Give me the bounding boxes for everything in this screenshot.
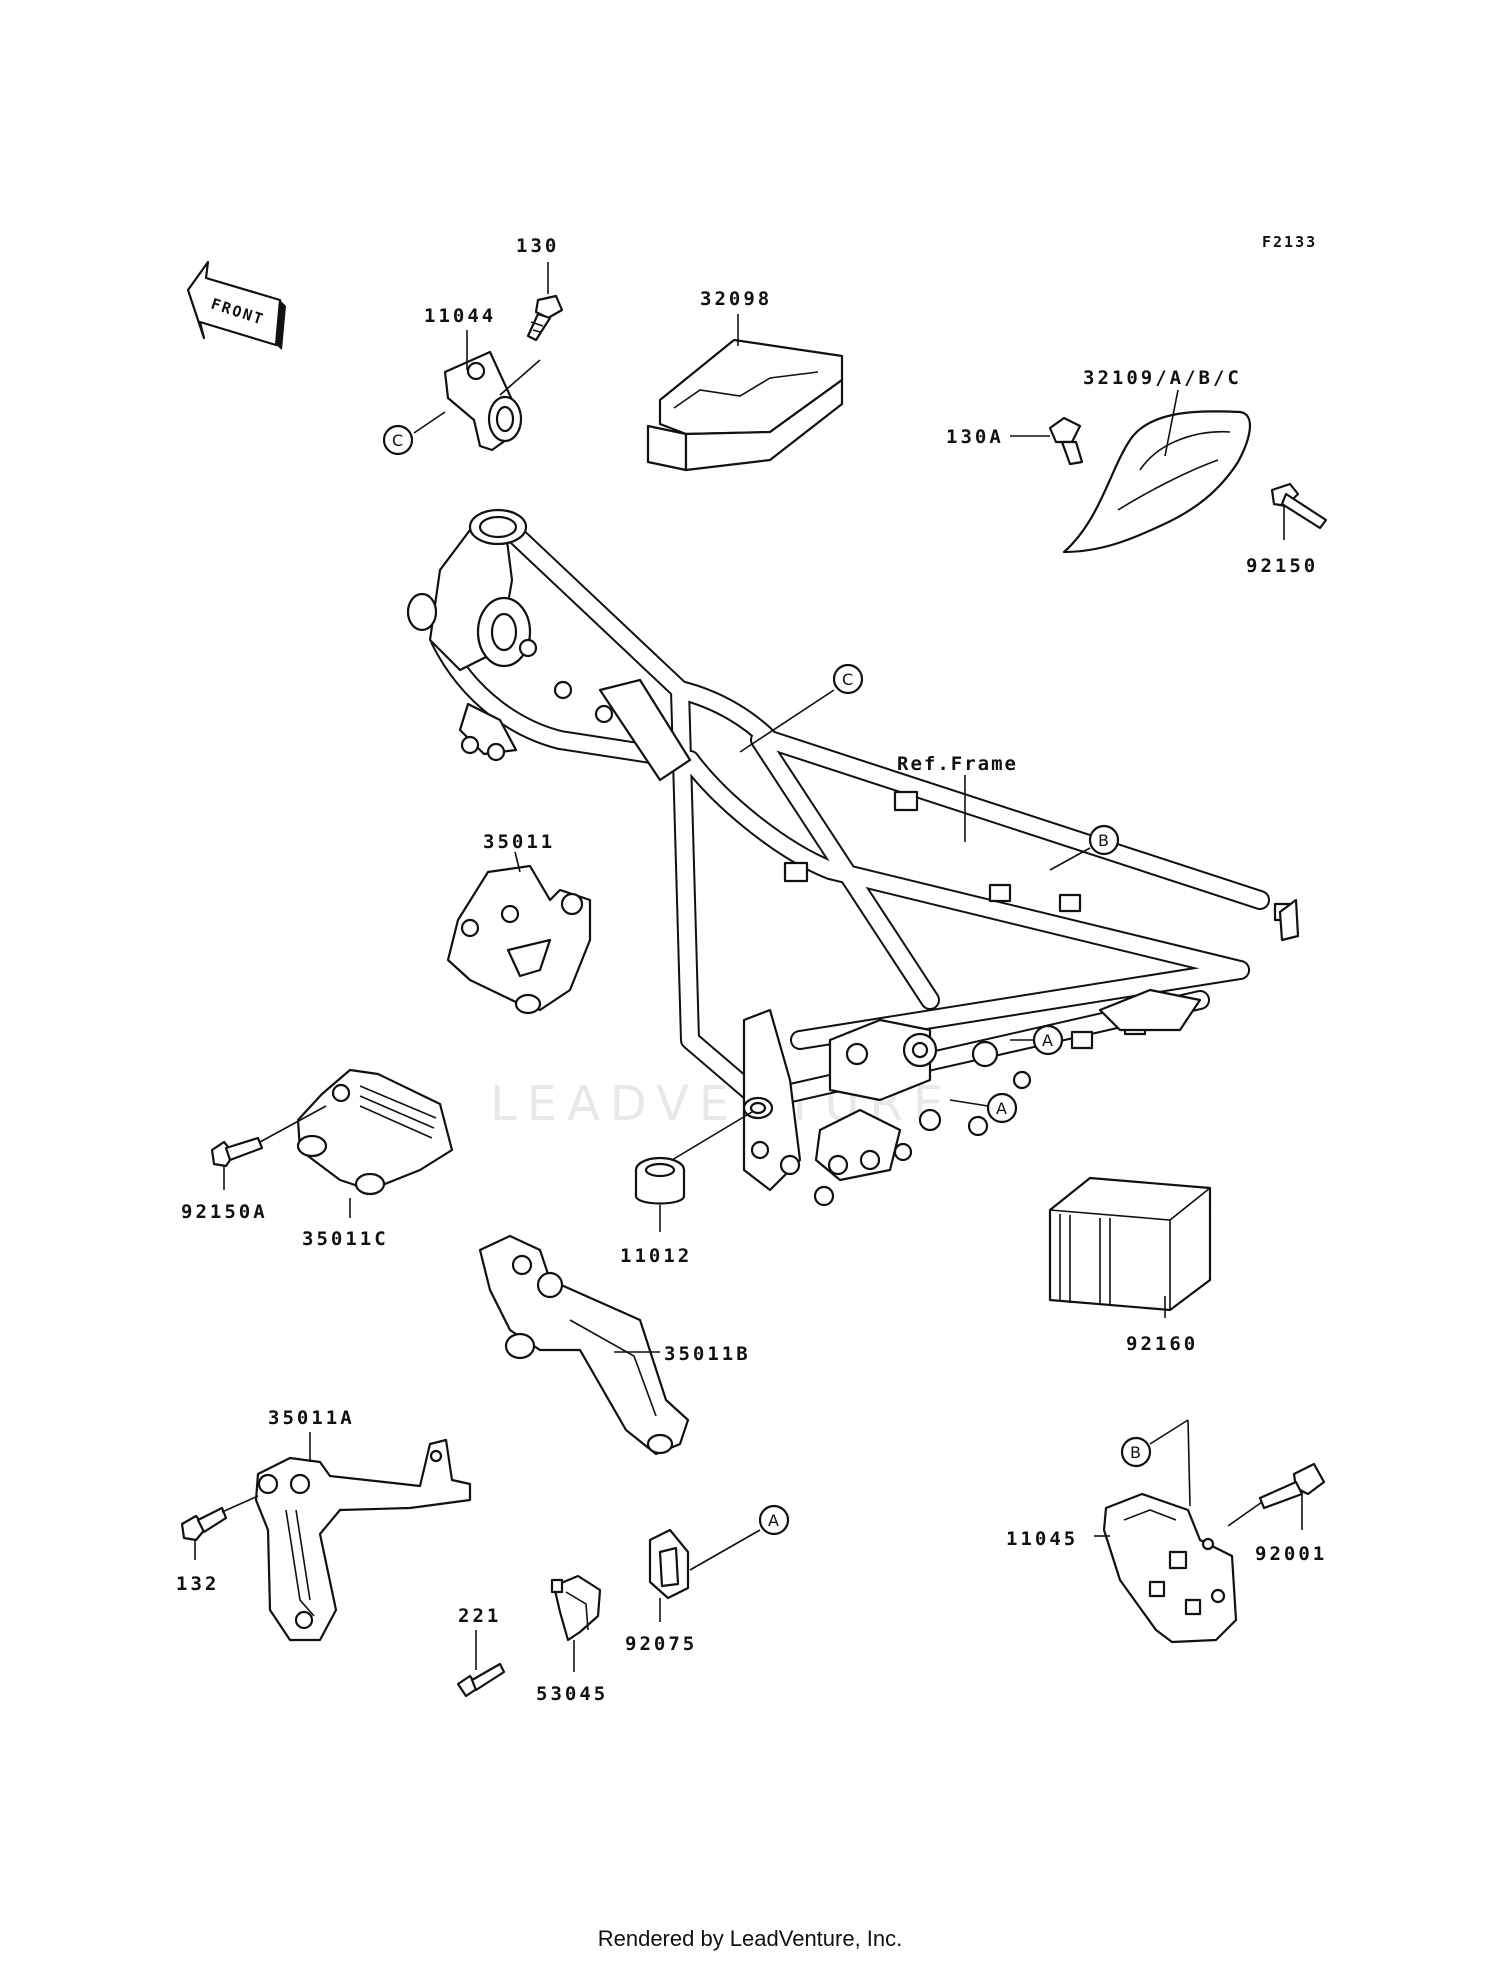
- plate-11044-icon: [443, 350, 523, 452]
- bracket-35011-icon: [446, 864, 592, 1015]
- callout-b-plate: B: [1120, 1436, 1152, 1468]
- grommet-11012-icon: [634, 1156, 686, 1205]
- label-92150a: 92150A: [181, 1201, 268, 1223]
- svg-text:B: B: [1130, 1443, 1141, 1462]
- bolt-130-icon: [526, 294, 564, 342]
- callout-c-top: C: [382, 424, 414, 456]
- bracket-35011a-icon: [254, 1438, 472, 1642]
- clip-53045-icon: [550, 1574, 602, 1642]
- bolt-92150a-icon: [210, 1136, 264, 1168]
- label-ref-frame: Ref.Frame: [897, 753, 1018, 775]
- bolt-92150-icon: [1270, 482, 1328, 530]
- guard-32109-icon: [1062, 410, 1252, 554]
- callout-b-frame: B: [1088, 824, 1120, 856]
- plate-11045-icon: [1102, 1492, 1238, 1644]
- cover-32098-icon: [646, 338, 844, 472]
- footer-credit: Rendered by LeadVenture, Inc.: [597, 1926, 903, 1951]
- label-221: 221: [458, 1605, 501, 1627]
- label-11045: 11045: [1006, 1528, 1078, 1550]
- front-arrow-icon: FRONT: [186, 260, 286, 350]
- label-11044: 11044: [424, 305, 496, 327]
- svg-text:B: B: [1098, 831, 1109, 850]
- label-92160: 92160: [1126, 1333, 1198, 1355]
- label-92150: 92150: [1246, 555, 1318, 577]
- svg-text:A: A: [996, 1099, 1007, 1118]
- callout-a-frame-2: A: [986, 1092, 1018, 1124]
- screw-221-icon: [456, 1662, 506, 1698]
- label-11012: 11012: [620, 1245, 692, 1267]
- main-frame: [406, 508, 1300, 1207]
- bracket-35011b-icon: [478, 1234, 690, 1456]
- svg-text:A: A: [1042, 1031, 1053, 1050]
- label-92075: 92075: [625, 1633, 697, 1655]
- label-35011c: 35011C: [302, 1228, 389, 1250]
- label-32098: 32098: [700, 288, 772, 310]
- callout-a-frame-1: A: [1032, 1024, 1064, 1056]
- pad-92075-icon: [648, 1528, 690, 1600]
- label-130: 130: [516, 235, 559, 257]
- label-35011a: 35011A: [268, 1407, 355, 1429]
- callout-c-frame: C: [832, 663, 864, 695]
- label-53045: 53045: [536, 1683, 608, 1705]
- bracket-35011c-icon: [296, 1068, 454, 1196]
- callout-a-pad: A: [758, 1504, 790, 1536]
- svg-text:C: C: [842, 670, 853, 689]
- label-132: 132: [176, 1573, 219, 1595]
- svg-text:A: A: [768, 1511, 779, 1530]
- label-32109: 32109/A/B/C: [1083, 367, 1242, 389]
- bolt-130a-icon: [1048, 416, 1084, 466]
- label-92001: 92001: [1255, 1543, 1327, 1565]
- tray-92160-icon: [1048, 1176, 1212, 1312]
- diagram-code: F2133: [1262, 233, 1317, 251]
- bolt-92001-icon: [1258, 1462, 1326, 1510]
- svg-text:C: C: [392, 431, 403, 450]
- bolt-132-icon: [180, 1506, 228, 1542]
- label-35011: 35011: [483, 831, 555, 853]
- label-35011b: 35011B: [664, 1343, 751, 1365]
- label-130a: 130A: [946, 426, 1004, 448]
